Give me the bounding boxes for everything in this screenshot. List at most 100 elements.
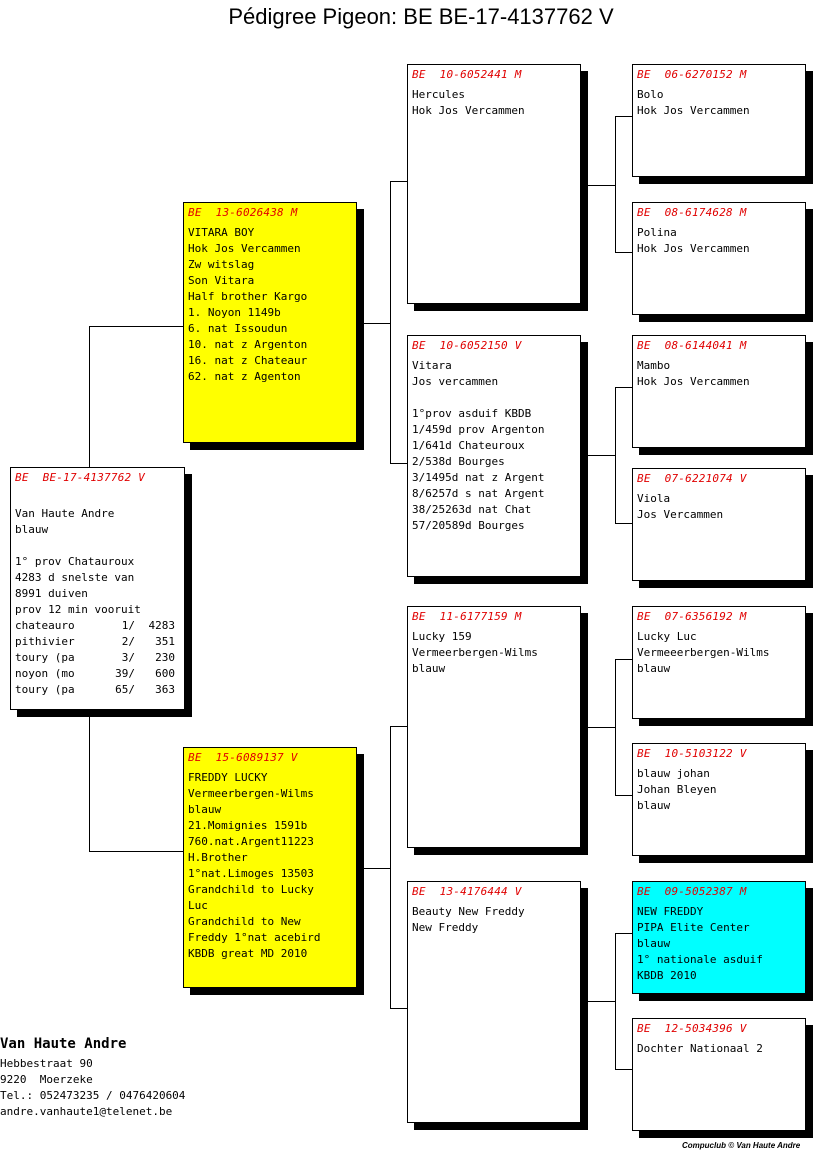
detail-line: Hercules <box>412 88 465 101</box>
connector-line <box>615 659 616 796</box>
connector-line <box>588 727 615 728</box>
connector-line <box>615 1069 632 1070</box>
owner-city: 9220 Moerzeke <box>0 1073 93 1086</box>
detail-line: Grandchild to New <box>188 915 301 928</box>
detail-line: 38/25263d nat Chat <box>412 503 532 516</box>
connector-line <box>390 726 408 727</box>
detail-line: Viola <box>637 492 671 505</box>
detail-line: Zw witslag <box>188 258 255 271</box>
detail-line: 1° nationale asduif <box>637 953 763 966</box>
detail-line: blauw <box>412 662 446 675</box>
connector-line <box>364 868 390 869</box>
detail-line: 8991 duiven <box>15 587 88 600</box>
connector-line <box>390 463 408 464</box>
detail-line: blauw <box>637 662 671 675</box>
detail-line: KBDB 2010 <box>637 969 697 982</box>
connector-line <box>615 933 616 1070</box>
detail-line: Vermeerbergen-Wilms <box>188 787 314 800</box>
owner-street: Hebbestraat 90 <box>0 1057 93 1070</box>
owner-name: Van Haute Andre <box>0 1036 127 1052</box>
detail-line: Johan Bleyen <box>637 783 717 796</box>
detail-line: Lucky 159 <box>412 630 472 643</box>
owner-email: andre.vanhaute1@telenet.be <box>0 1105 173 1118</box>
detail-line: Jos Vercammen <box>637 508 724 521</box>
connector-line <box>89 326 184 327</box>
detail-line: 1°prov asduif KBDB <box>412 407 532 420</box>
detail-line: 57/20589d Bourges <box>412 519 525 532</box>
detail-line: Lucky Luc <box>637 630 697 643</box>
connector-line <box>615 252 632 253</box>
detail-line: 1. Noyon 1149b <box>188 306 281 319</box>
connector-line <box>89 709 90 852</box>
connector-line <box>89 326 90 469</box>
connector-line <box>588 455 615 456</box>
detail-line <box>412 390 577 406</box>
detail-line: FREDDY LUCKY <box>188 771 268 784</box>
detail-line: Hok Jos Vercammen <box>637 104 750 117</box>
connector-line <box>615 933 632 934</box>
connector-line <box>615 659 632 660</box>
connector-line <box>615 116 616 253</box>
detail-line: blauw johan <box>637 767 710 780</box>
connector-line <box>588 1001 615 1002</box>
detail-line: blauw <box>637 937 671 950</box>
owner-block: Van Haute Andre Hebbestraat 90 9220 Moer… <box>0 1036 185 1120</box>
page-title: Pédigree Pigeon: BE BE-17-4137762 V <box>228 4 614 29</box>
detail-line: 10. nat z Argenton <box>188 338 308 351</box>
detail-line: 16. nat z Chateaur <box>188 354 308 367</box>
detail-line: Grandchild to Lucky <box>188 883 314 896</box>
detail-line: Vermeerbergen-Wilms <box>412 646 538 659</box>
detail-line: 6. nat Issoudun <box>188 322 288 335</box>
detail-line: 760.nat.Argent11223 <box>188 835 314 848</box>
detail-line: NEW FREDDY <box>637 905 704 918</box>
detail-line: Beauty New Freddy <box>412 905 525 918</box>
connector-line <box>615 523 632 524</box>
connector-line <box>390 181 391 464</box>
detail-line: 8/6257d s nat Argent <box>412 487 545 500</box>
detail-line: Half brother Kargo <box>188 290 308 303</box>
detail-line: prov 12 min vooruit <box>15 603 141 616</box>
detail-line: 4283 d snelste van <box>15 571 135 584</box>
detail-line: 3/1495d nat z Argent <box>412 471 545 484</box>
color-line: blauw <box>15 523 49 536</box>
connector-line <box>615 387 616 524</box>
connector-line <box>390 726 391 1009</box>
detail-line <box>15 538 181 554</box>
detail-line: Freddy 1°nat acebird <box>188 931 321 944</box>
owner-line: Van Haute Andre <box>15 507 115 520</box>
detail-line: KBDB great MD 2010 <box>188 947 308 960</box>
detail-line: 21.Momignies 1591b <box>188 819 308 832</box>
detail-line: Jos vercammen <box>412 375 499 388</box>
detail-line: New Freddy <box>412 921 479 934</box>
detail-line: Bolo <box>637 88 664 101</box>
footer-credit: Compuclub © Van Haute Andre <box>682 1141 801 1150</box>
detail-line: Dochter Nationaal 2 <box>637 1042 763 1055</box>
connector-line <box>588 185 615 186</box>
connector-line <box>390 181 408 182</box>
detail-line: 1/641d Chateuroux <box>412 439 525 452</box>
detail-line: Hok Jos Vercammen <box>637 242 750 255</box>
